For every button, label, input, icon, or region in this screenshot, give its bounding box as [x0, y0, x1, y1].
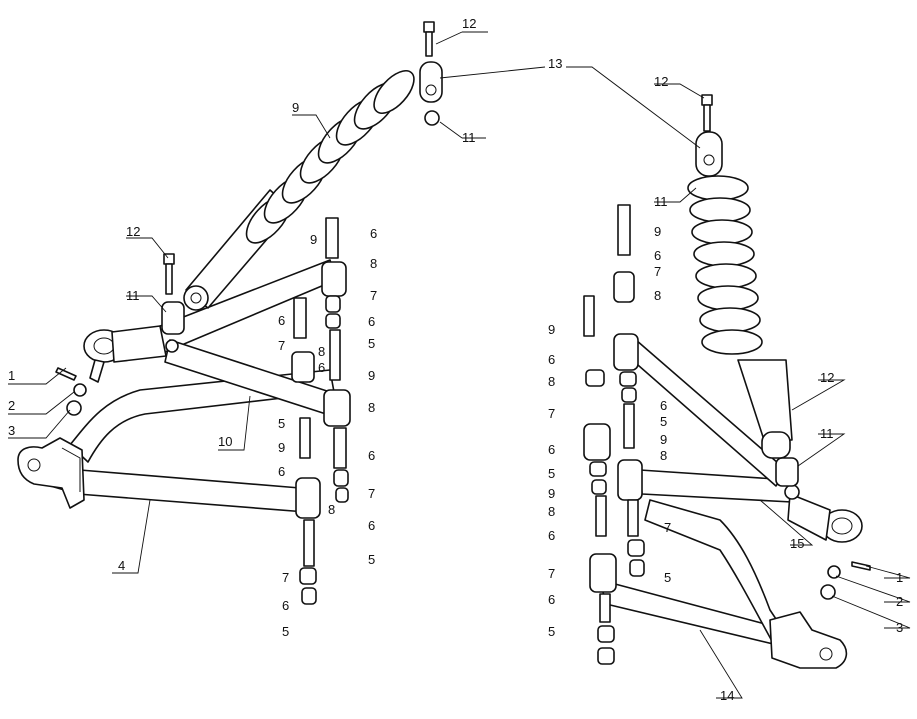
- callout-5-left-c: 5: [368, 336, 375, 351]
- left-bolt-12-lower: [163, 253, 175, 295]
- callout-14: 14: [720, 688, 734, 703]
- callout-6-left-g: 6: [282, 598, 289, 613]
- callout-6-right-c: 6: [548, 442, 555, 457]
- callout-labels-right: 1 2 3 5 5 5 5 6 6 6 6 6 6 7 7 7 7 8 8 8 …: [548, 74, 903, 703]
- callout-9-left-c: 9: [368, 368, 375, 383]
- callout-8-left-b: 8: [318, 344, 325, 359]
- callout-6-left-c: 6: [368, 448, 375, 463]
- callout-9-right-b: 9: [548, 322, 555, 337]
- callout-6-left-h: 6: [318, 360, 325, 375]
- callout-7-right-b: 7: [548, 406, 555, 421]
- left-steering-pin: [55, 367, 87, 416]
- callout-8-left-a: 8: [370, 256, 377, 271]
- callout-4-left: 4: [118, 558, 125, 573]
- callout-5-right-a: 5: [548, 466, 555, 481]
- callout-9-left-a: 9: [292, 100, 299, 115]
- callout-5-right-b: 5: [548, 624, 555, 639]
- callout-12-right-a: 12: [654, 74, 668, 89]
- callout-11-left-b: 11: [126, 288, 140, 303]
- callout-5-left-d: 5: [368, 552, 375, 567]
- callout-7-left-c: 7: [368, 486, 375, 501]
- callout-5-left-a: 5: [278, 416, 285, 431]
- callout-7-right-c: 7: [664, 520, 671, 535]
- callout-8-left-c: 8: [368, 400, 375, 415]
- callout-8-right-d: 8: [548, 504, 555, 519]
- callout-11-right-a: 11: [654, 194, 668, 209]
- callout-13: 13: [548, 56, 562, 71]
- callout-7-left-d: 7: [282, 570, 289, 585]
- callout-2-right: 2: [896, 594, 903, 609]
- callout-6-right-a: 6: [654, 248, 661, 263]
- callout-9-left-b: 9: [310, 232, 317, 247]
- callout-6-left-f: 6: [278, 464, 285, 479]
- callout-6-left-e: 6: [278, 313, 285, 328]
- leader-lines: [8, 31, 911, 699]
- callout-7-right-d: 7: [548, 566, 555, 581]
- callout-9-right-d: 9: [548, 486, 555, 501]
- callout-6-left-b: 6: [368, 314, 375, 329]
- callout-5-left-b: 5: [282, 624, 289, 639]
- callout-10-left: 10: [218, 434, 232, 449]
- callout-1-right: 1: [896, 570, 903, 585]
- callout-6-right-e: 6: [548, 592, 555, 607]
- callout-11-left-a: 11: [462, 130, 476, 145]
- callout-7-left-b: 7: [278, 338, 285, 353]
- callout-labels-left: 1 2 3 4 5 5 5 5 6 6 6 6 6 6 6 6 7 7 7 7 …: [8, 16, 562, 639]
- callout-12-left-b: 12: [126, 224, 140, 239]
- callout-6-right-f: 6: [660, 398, 667, 413]
- callout-9-right-c: 9: [660, 432, 667, 447]
- callout-8-right-b: 8: [548, 374, 555, 389]
- callout-6-right-d: 6: [548, 528, 555, 543]
- callout-11-right-b: 11: [820, 426, 834, 441]
- callout-9-left-d: 9: [278, 440, 285, 455]
- callout-6-right-b: 6: [548, 352, 555, 367]
- callout-7-left-a: 7: [370, 288, 377, 303]
- callout-6-left-d: 6: [368, 518, 375, 533]
- callout-8-right-c: 8: [660, 448, 667, 463]
- callout-8-right-a: 8: [654, 288, 661, 303]
- callout-2-left: 2: [8, 398, 15, 413]
- right-steering-pin: [820, 561, 871, 600]
- callout-1-left: 1: [8, 368, 15, 383]
- callout-6-left-a: 6: [370, 226, 377, 241]
- right-lower-a-arm: [599, 499, 848, 669]
- callout-5-right-c: 5: [660, 414, 667, 429]
- callout-3-left: 3: [8, 423, 15, 438]
- left-shock-absorber: [183, 21, 443, 311]
- callout-9-right-a: 9: [654, 224, 661, 239]
- right-bushing-stacks: [583, 204, 645, 665]
- callout-7-right-a: 7: [654, 264, 661, 279]
- right-upper-a-arm: [629, 339, 863, 543]
- callout-15: 15: [790, 536, 804, 551]
- callout-8-left-d: 8: [328, 502, 335, 517]
- callout-12-left-a: 12: [462, 16, 476, 31]
- left-bushing-stacks: [291, 217, 349, 605]
- left-upper-a-arm: [83, 259, 351, 427]
- callout-5-right-d: 5: [664, 570, 671, 585]
- callout-3-right: 3: [896, 620, 903, 635]
- right-shock-absorber: [687, 94, 793, 459]
- callout-12-right-b: 12: [820, 370, 834, 385]
